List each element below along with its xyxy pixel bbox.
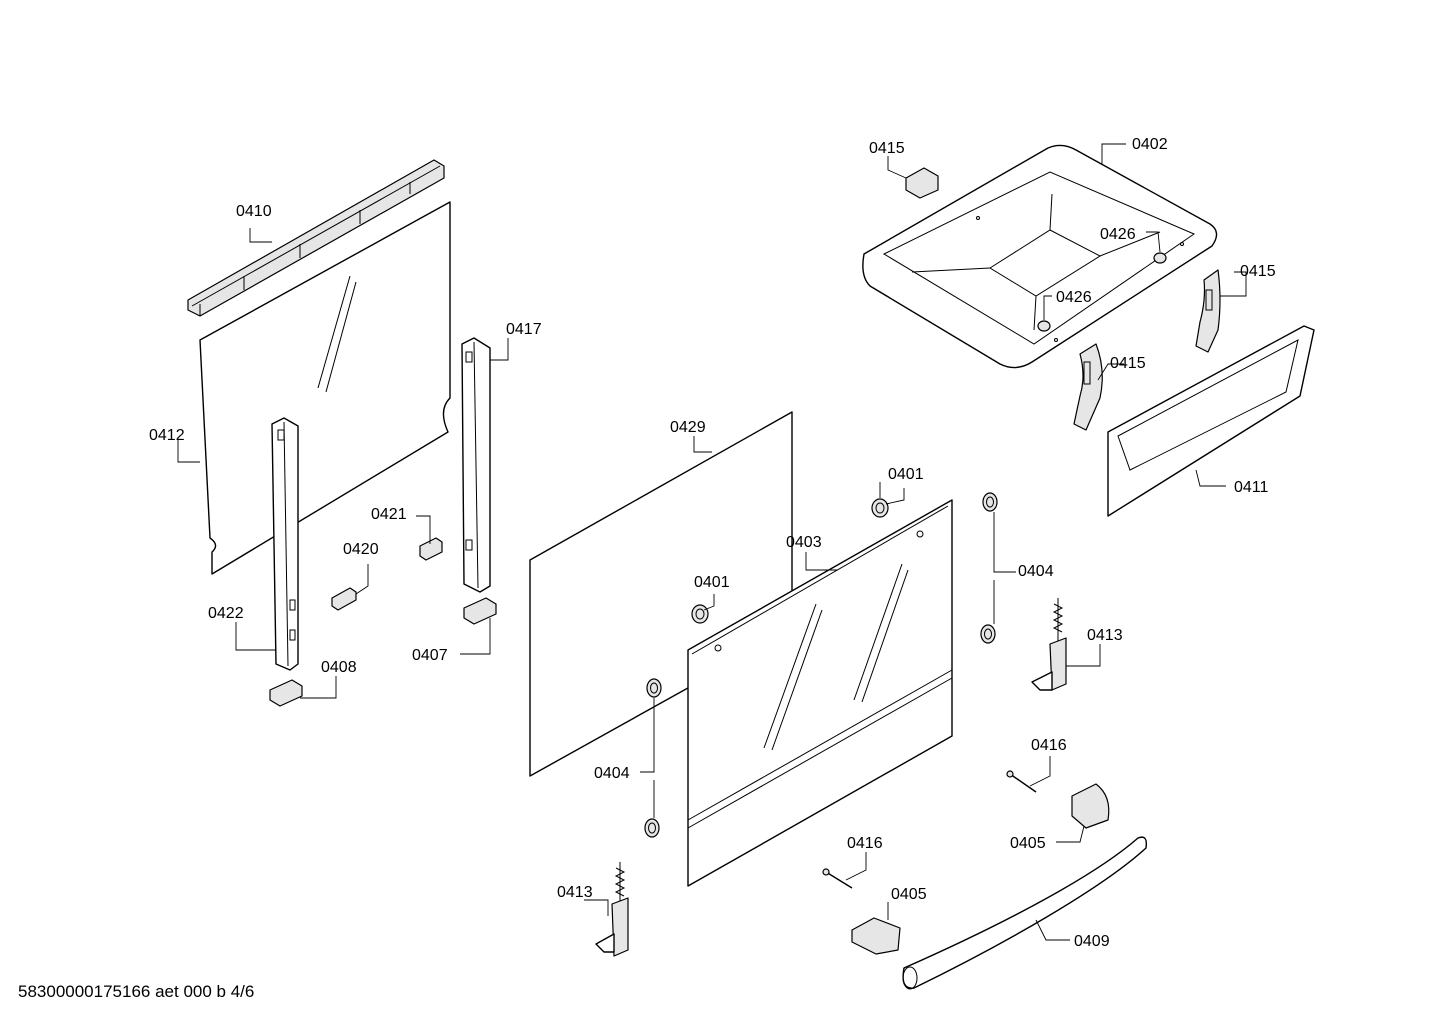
document-id-footer: 58300000175166 aet 000 b 4/6 [18,982,254,1001]
part-0417-door-rail-right [461,337,491,593]
label-0402: 0402 [1132,136,1168,153]
leader-lines [177,143,1247,941]
label-0404-left: 0404 [594,765,630,782]
part-0408-hinge-bracket [269,679,303,707]
label-0410: 0410 [236,203,272,220]
label-0426-upper: 0426 [1100,226,1136,243]
label-0420: 0420 [343,541,379,558]
label-0415-top: 0415 [869,140,905,157]
label-0421: 0421 [371,506,407,523]
label-0413-right: 0413 [1087,627,1123,644]
label-0417: 0417 [506,321,542,338]
part-0413-hinge-right [1031,598,1067,691]
label-0404-right: 0404 [1018,563,1054,580]
part-0421-clip [419,537,443,561]
label-0409: 0409 [1074,933,1110,950]
label-0405-left: 0405 [891,886,927,903]
label-0429: 0429 [670,419,706,436]
part-0420-clip [331,587,357,611]
label-0403: 0403 [786,534,822,551]
part-0403-outer-door-glass [687,499,953,887]
label-0426-lower: 0426 [1056,289,1092,306]
label-0401-lower: 0401 [694,574,730,591]
part-0412-inner-glass [199,201,451,575]
label-0416-right: 0416 [1031,737,1067,754]
part-0401-bumper-lower [691,604,709,624]
part-0415-runner-top [905,167,939,199]
part-0404-bumper-3 [646,678,662,698]
part-0407-hinge-bracket [463,597,497,625]
label-0422: 0422 [208,605,244,622]
part-0422-door-rail-left [271,417,299,671]
label-0412: 0412 [149,427,185,444]
label-0415-right: 0415 [1240,263,1276,280]
label-0401-upper: 0401 [888,466,924,483]
part-0426-foot-1 [1153,252,1167,264]
part-0404-bumper-2 [980,624,996,644]
label-0411: 0411 [1234,479,1269,496]
part-0410-door-top-trim [187,159,445,317]
part-0405-handle-cap-right [1071,783,1110,829]
part-0404-bumper-4 [644,818,660,838]
label-0416-left: 0416 [847,835,883,852]
part-0402-storage-drawer [862,144,1218,369]
part-0426-foot-2 [1037,320,1051,332]
part-0416-screw-left [822,868,853,889]
label-0413-left: 0413 [557,884,593,901]
part-0416-screw-right [1006,770,1037,793]
label-0405-right: 0405 [1010,835,1046,852]
part-0415-runner-middle [1073,343,1103,431]
part-0411-drawer-front [1107,325,1315,517]
part-0409-door-handle [902,836,1148,990]
part-labels: 0410 0412 0417 0421 0420 0422 0408 0407 … [149,136,1276,950]
part-0404-bumper-1 [982,492,998,512]
part-0405-handle-cap-left [851,917,901,955]
part-0401-bumper-upper [871,498,889,518]
label-0407: 0407 [412,647,448,664]
label-0408: 0408 [321,659,357,676]
part-0415-runner-right [1195,269,1221,353]
label-0415-middle: 0415 [1110,355,1146,372]
part-0413-hinge-left [595,862,629,957]
